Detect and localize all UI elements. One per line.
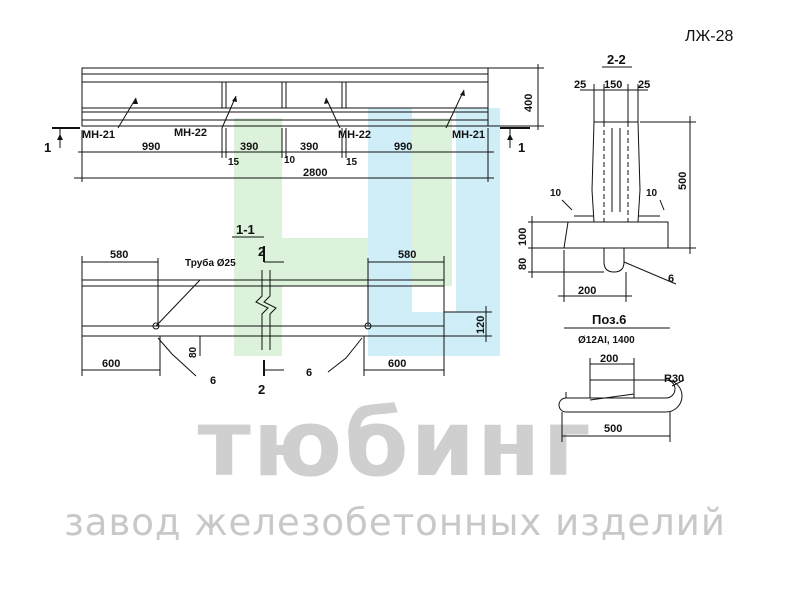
callout-6-a: 6	[210, 375, 216, 387]
section-mark-left: 1	[44, 140, 51, 155]
dim-15-left: 15	[228, 157, 240, 168]
cut-mark-top: 2	[258, 244, 265, 259]
pos6-title: Поз.6	[592, 312, 626, 327]
section-mark-right: 1	[518, 140, 525, 155]
dim-390-right: 390	[300, 141, 318, 153]
dim-15-right: 15	[346, 157, 358, 168]
dim-400: 400	[523, 94, 535, 112]
dim-25-right: 25	[638, 79, 650, 91]
pos6-spec: Ø12AI, 1400	[578, 335, 635, 346]
dim-580-right: 580	[398, 249, 416, 261]
callout-6-b: 6	[306, 367, 312, 379]
watermark-subtitle: завод железобетонных изделий	[64, 501, 726, 544]
dim-120: 120	[475, 316, 487, 334]
section-2-2: 2-2 25 150 25 6 10 10 500	[517, 52, 696, 302]
dim-150: 150	[604, 79, 622, 91]
watermark-title: тюбинг	[197, 390, 593, 497]
dim-2800: 2800	[303, 167, 327, 179]
pos6-dim-200: 200	[600, 353, 618, 365]
dim-200-section: 200	[578, 285, 596, 297]
dim-25-left: 25	[574, 79, 586, 91]
dim-80-section: 80	[517, 258, 529, 270]
callout-6-section: 6	[668, 273, 674, 285]
dim-990-left: 990	[142, 141, 160, 153]
plan-view: МН-21 МН-22 МН-22 МН-21 1 1 990 390 390 …	[44, 64, 544, 182]
section-2-2-title: 2-2	[607, 52, 626, 67]
dim-600-left: 600	[102, 358, 120, 370]
label-mn21-right: МН-21	[452, 129, 485, 141]
dim-100: 100	[517, 228, 529, 246]
cut-mark-bottom: 2	[258, 382, 265, 397]
pipe-label: Труба Ø25	[185, 257, 236, 269]
dim-10-right: 10	[646, 188, 658, 199]
section-1-1: 1-1 580 580 Труба Ø25 2 2 600	[81, 222, 492, 397]
label-mn22-right: МН-22	[338, 129, 371, 141]
dim-10-left: 10	[550, 188, 562, 199]
pos6-radius: R30	[664, 373, 684, 385]
label-mn22-left: МН-22	[174, 127, 207, 139]
dim-990-right: 990	[394, 141, 412, 153]
section-1-1-title: 1-1	[236, 222, 255, 237]
label-mn21-left: МН-21	[82, 129, 115, 141]
pos6-dim-500: 500	[604, 423, 622, 435]
dim-500-height: 500	[677, 172, 689, 190]
dim-10: 10	[284, 155, 296, 166]
dim-390-left: 390	[240, 141, 258, 153]
dim-580-left: 580	[110, 249, 128, 261]
drawing-code: ЛЖ-28	[685, 28, 734, 45]
watermark-logo	[234, 108, 500, 356]
pos-6-detail: Поз.6 Ø12AI, 1400 200 R30 500	[558, 312, 685, 442]
dim-80: 80	[188, 346, 199, 358]
dim-600-right: 600	[388, 358, 406, 370]
